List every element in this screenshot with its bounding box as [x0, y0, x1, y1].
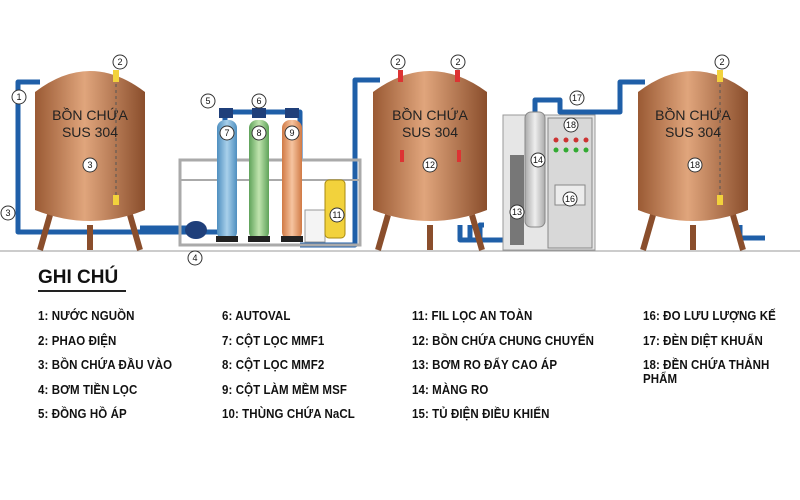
svg-text:13: 13 — [512, 207, 522, 217]
ro-membrane — [524, 111, 546, 228]
legend-item: 17: ĐÈN DIỆT KHUẨN — [643, 333, 763, 348]
filter-rack — [178, 108, 362, 247]
svg-text:18: 18 — [566, 120, 576, 130]
legend-item: 12: BỒN CHỨA CHUNG CHUYỂN — [412, 333, 595, 348]
legend-underline — [38, 290, 126, 292]
legend-item: 14: MÀNG RO — [412, 382, 489, 397]
svg-text:6: 6 — [256, 96, 261, 106]
svg-text:7: 7 — [224, 128, 229, 138]
control-cabinet — [547, 117, 593, 249]
msf-column — [282, 120, 302, 240]
legend-item: 13: BƠM RO ĐẨY CAO ÁP — [412, 358, 558, 372]
legend-item: 5: ĐỒNG HỒ ÁP — [38, 407, 127, 421]
svg-text:BỒN CHỨA: BỒN CHỨA — [655, 106, 731, 123]
legend-column-4: 16: ĐO LƯU LƯỢNG KẾ 17: ĐÈN DIỆT KHUẨN 1… — [643, 309, 787, 386]
svg-text:9: 9 — [289, 128, 294, 138]
prefilter-pump — [185, 221, 207, 239]
svg-text:18: 18 — [690, 160, 700, 170]
svg-text:SUS 304: SUS 304 — [665, 124, 721, 140]
svg-text:BỒN CHỨA: BỒN CHỨA — [52, 106, 128, 123]
legend-column-2: 6: AUTOVAL 7: CỘT LỌC MMF1 8: CỘT LỌC MM… — [222, 309, 355, 432]
svg-text:2: 2 — [395, 57, 400, 67]
legend-column-1: 1: NƯỚC NGUỒN 2: PHAO ĐIỆN 3: BỒN CHỨA Đ… — [38, 309, 172, 432]
svg-text:4: 4 — [192, 253, 197, 263]
svg-text:2: 2 — [117, 57, 122, 67]
legend-item: 18: ĐỀN CHỨA THÀNH PHẨM — [643, 358, 770, 386]
legend-item: 7: CỘT LỌC MMF1 — [222, 333, 325, 348]
legend-item: 11: FIL LỌC AN TOÀN — [412, 309, 533, 323]
legend-item: 1: NƯỚC NGUỒN — [38, 309, 135, 323]
mmf1-column — [217, 120, 237, 240]
legend-item: 9: CỘT LÀM MỀM MSF — [222, 382, 347, 397]
svg-text:3: 3 — [5, 208, 10, 218]
svg-text:17: 17 — [572, 93, 582, 103]
ro-skid — [502, 111, 596, 251]
svg-text:1: 1 — [16, 92, 21, 102]
svg-text:SUS 304: SUS 304 — [402, 124, 458, 140]
legend-item: 2: PHAO ĐIỆN — [38, 333, 117, 348]
svg-text:2: 2 — [455, 57, 460, 67]
ro-pump — [510, 155, 524, 245]
legend-item: 10: THÙNG CHỨA NaCL — [222, 407, 355, 421]
legend-item: 3: BỒN CHỨA ĐẦU VÀO — [38, 358, 173, 372]
tank-18-product — [638, 70, 748, 251]
svg-text:12: 12 — [425, 160, 435, 170]
legend-item: 15: TỦ ĐIỆN ĐIỀU KHIỂN — [412, 407, 550, 421]
svg-text:BỒN CHỨA: BỒN CHỨA — [392, 106, 468, 123]
svg-text:3: 3 — [87, 160, 92, 170]
legend-item: 6: AUTOVAL — [222, 309, 291, 323]
legend-title: GHI CHÚ — [38, 267, 119, 288]
tank-3-inlet — [35, 70, 145, 251]
svg-text:11: 11 — [332, 210, 341, 220]
mmf2-column — [249, 120, 269, 240]
svg-text:14: 14 — [533, 155, 543, 165]
nacl-tank — [304, 209, 326, 243]
svg-text:2: 2 — [719, 57, 724, 67]
legend-item: 16: ĐO LƯU LƯỢNG KẾ — [643, 309, 776, 323]
tank-12-transfer — [373, 70, 487, 251]
legend-item: 8: CỘT LỌC MMF2 — [222, 358, 325, 372]
svg-text:SUS 304: SUS 304 — [62, 124, 118, 140]
legend-column-3: 11: FIL LỌC AN TOÀN 12: BỒN CHỨA CHUNG C… — [412, 309, 594, 432]
svg-text:16: 16 — [565, 194, 575, 204]
svg-text:5: 5 — [205, 96, 210, 106]
legend-item: 4: BƠM TIỀN LỌC — [38, 382, 138, 397]
svg-text:8: 8 — [256, 128, 261, 138]
